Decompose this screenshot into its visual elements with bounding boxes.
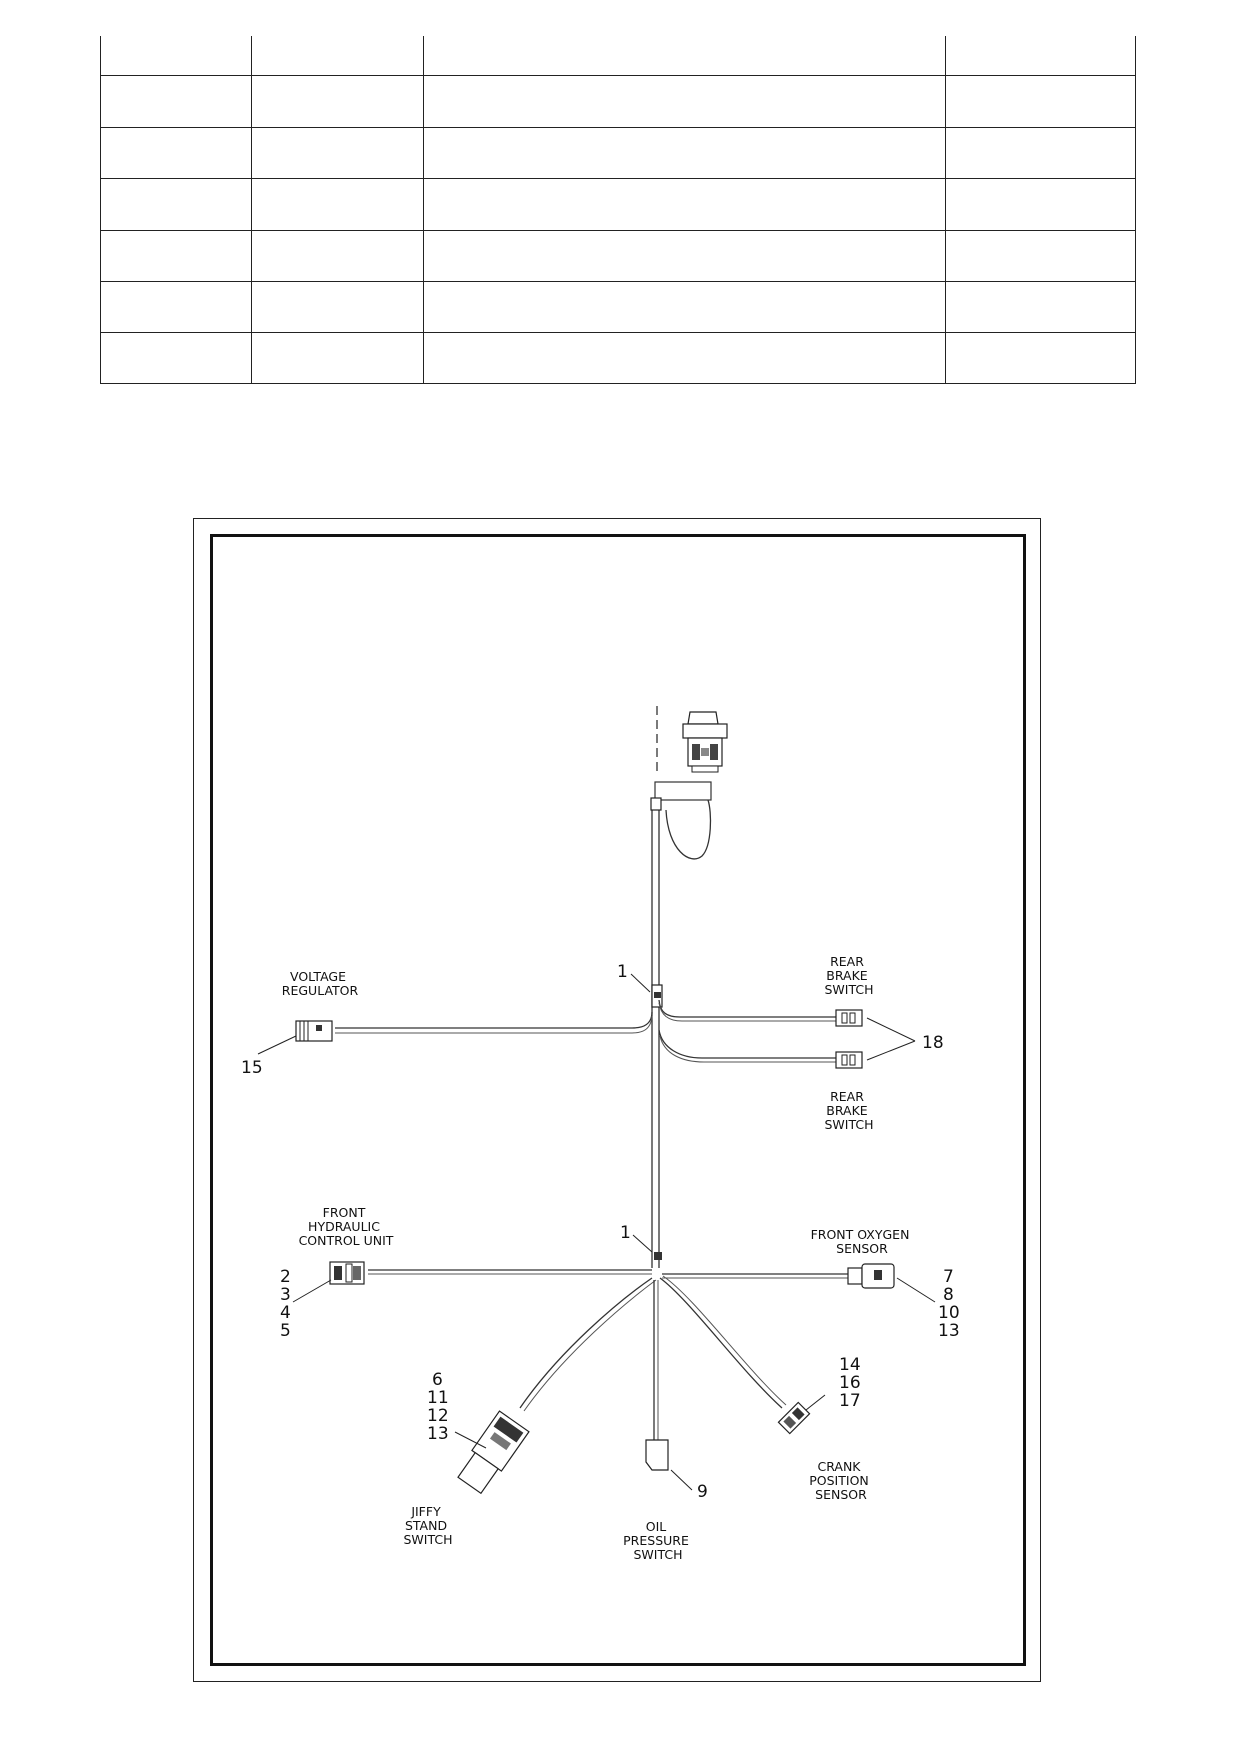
table-row xyxy=(100,179,1136,231)
leader-lines xyxy=(257,973,936,1491)
callout-jiffy-stand: 6 11 12 13 xyxy=(427,1370,454,1444)
table-cell xyxy=(423,36,945,75)
table-cell xyxy=(423,333,945,383)
jiffy-stand-switch-branch xyxy=(457,1277,657,1495)
table-cell xyxy=(100,333,251,383)
crank-position-sensor-branch xyxy=(659,1275,811,1435)
table-cell xyxy=(100,231,251,281)
table-row xyxy=(100,333,1136,384)
diagram-outer-frame xyxy=(193,518,1041,1682)
callout-rear-brake: 18 xyxy=(922,1033,944,1053)
table-cell xyxy=(251,282,423,332)
crank-position-sensor-label: CRANK POSITION SENSOR xyxy=(809,1459,873,1502)
table-cell xyxy=(100,128,251,178)
main-trunk xyxy=(650,797,663,1268)
harness-loop xyxy=(654,781,712,860)
table-row xyxy=(100,231,1136,282)
rear-brake-switch-branch-upper xyxy=(658,999,863,1027)
voltage-regulator-label: VOLTAGE REGULATOR xyxy=(282,969,359,998)
rear-brake-switch-branch-lower xyxy=(658,1029,863,1069)
table-cell xyxy=(251,76,423,127)
table-cell xyxy=(945,76,1136,127)
oil-pressure-switch-label: OIL PRESSURE SWITCH xyxy=(623,1519,693,1562)
table-cell xyxy=(945,179,1136,230)
table-cell xyxy=(100,282,251,332)
table-cell xyxy=(423,282,945,332)
table-cell xyxy=(251,128,423,178)
table-row xyxy=(100,282,1136,333)
callout-oil-pressure: 9 xyxy=(697,1482,708,1502)
table-cell xyxy=(945,231,1136,281)
front-oxygen-sensor-branch xyxy=(662,1263,895,1289)
table-cell xyxy=(100,36,251,75)
table-row xyxy=(100,36,1136,76)
table-cell xyxy=(251,333,423,383)
jiffy-stand-switch-label: JIFFY STAND SWITCH xyxy=(403,1504,452,1547)
table-cell xyxy=(945,36,1136,75)
table-cell xyxy=(423,76,945,127)
callout-clip-lower: 1 xyxy=(620,1223,631,1243)
oil-pressure-switch-branch xyxy=(645,1280,669,1471)
main-connector xyxy=(656,706,728,775)
table-row xyxy=(100,128,1136,179)
table-cell xyxy=(423,128,945,178)
callout-front-oxygen: 7 8 10 13 xyxy=(938,1267,965,1341)
table-cell xyxy=(251,179,423,230)
table-cell xyxy=(100,179,251,230)
table-cell xyxy=(945,128,1136,178)
table-cell xyxy=(945,282,1136,332)
table-cell xyxy=(945,333,1136,383)
voltage-regulator-branch xyxy=(295,1011,653,1042)
front-hcu-label: FRONT HYDRAULIC CONTROL UNIT xyxy=(299,1205,394,1248)
parts-table xyxy=(100,36,1136,384)
table-cell xyxy=(100,76,251,127)
front-oxygen-sensor-label: FRONT OXYGEN SENSOR xyxy=(811,1227,914,1256)
table-row xyxy=(100,76,1136,128)
rear-brake-switch-label-bottom: REAR BRAKE SWITCH xyxy=(824,1089,873,1132)
diagram-inner-frame xyxy=(210,534,1026,1666)
callout-voltage-regulator: 15 xyxy=(241,1058,263,1078)
callout-crank-position: 14 16 17 xyxy=(839,1355,866,1411)
table-cell xyxy=(423,231,945,281)
callout-clip-upper: 1 xyxy=(617,962,628,982)
table-cell xyxy=(251,231,423,281)
front-hcu-branch xyxy=(329,1261,652,1285)
callout-front-hcu: 2 3 4 5 xyxy=(280,1267,296,1341)
table-cell xyxy=(423,179,945,230)
table-cell xyxy=(251,36,423,75)
rear-brake-switch-label-top: REAR BRAKE SWITCH xyxy=(824,954,873,997)
